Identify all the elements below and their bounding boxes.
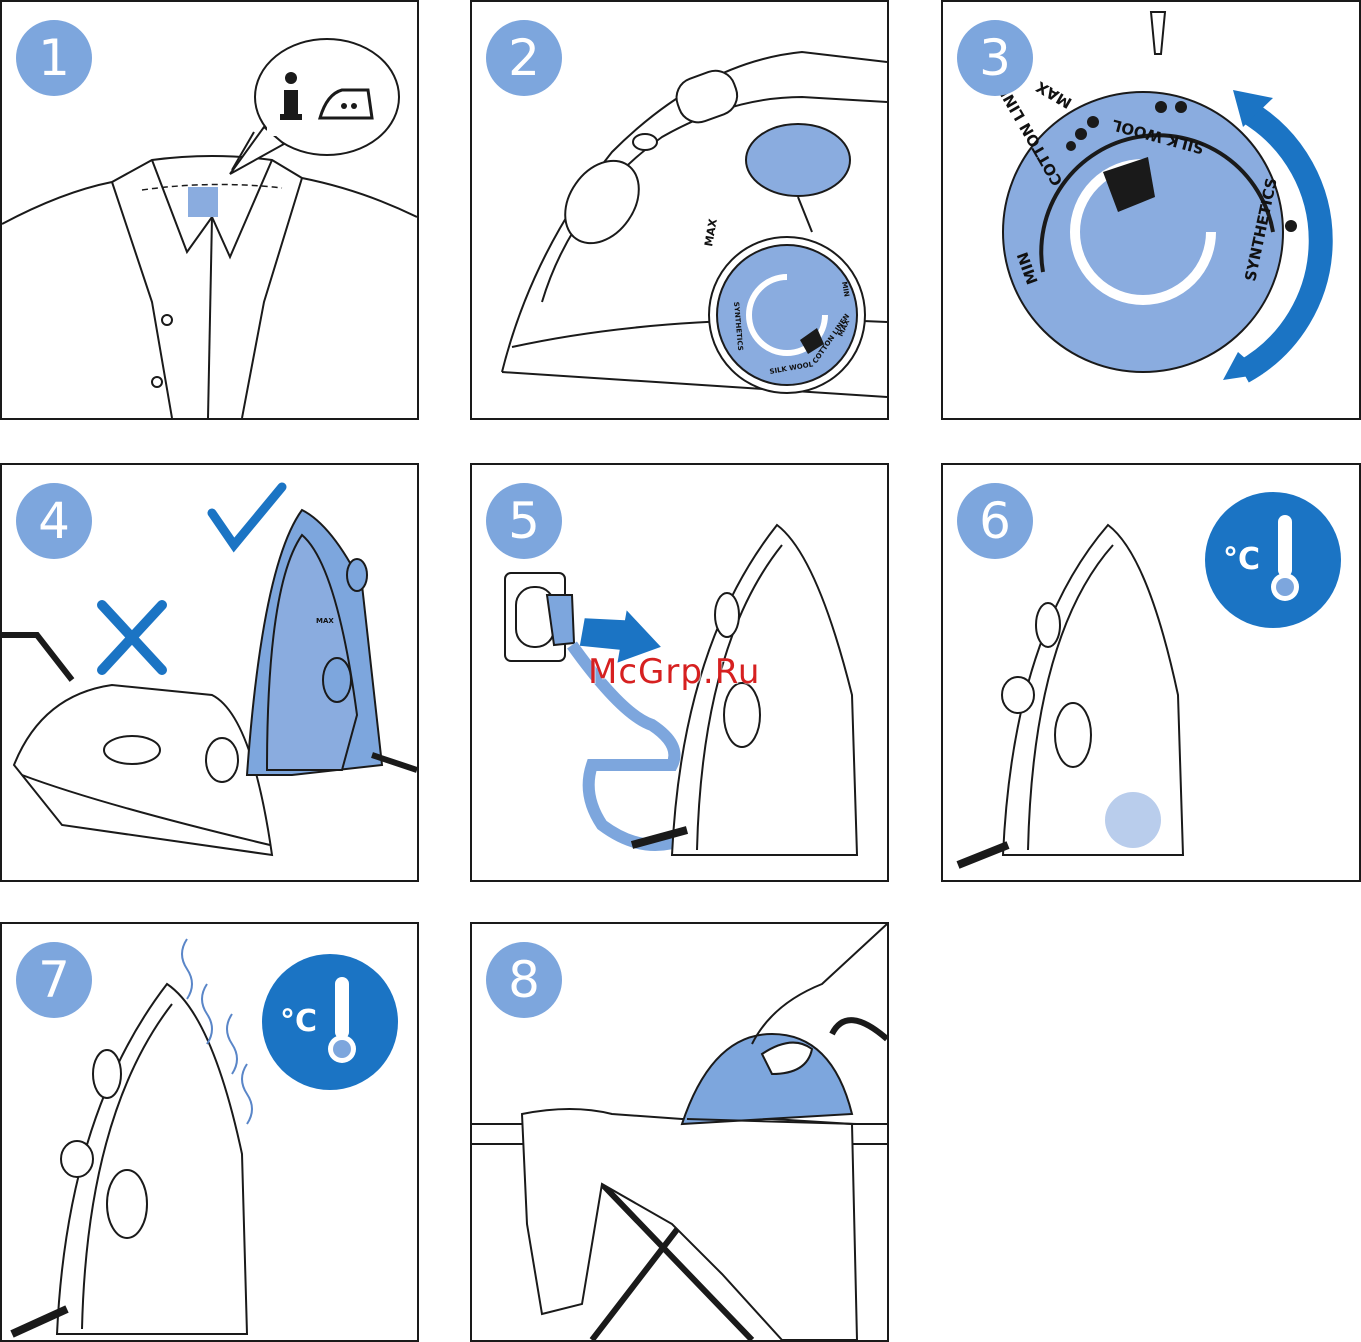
step-panel-2: MAX SYNTHETICS SILK WOOL COTTON LINEN MA…: [470, 0, 889, 420]
checkmark-icon: [212, 487, 282, 545]
step-panel-4: MAX 4: [0, 463, 419, 882]
step-number-badge: 6: [957, 483, 1033, 559]
step-number-badge: 3: [957, 20, 1033, 96]
iron-max-label: MAX: [702, 217, 720, 247]
svg-text:°C: °C: [1223, 542, 1260, 577]
step-number-badge: 4: [16, 483, 92, 559]
step-panel-1: 1: [0, 0, 419, 420]
step-number-badge: 7: [16, 942, 92, 1018]
dial-knob: [746, 124, 850, 196]
care-label: [188, 187, 218, 217]
step-panel-8: 8: [470, 922, 889, 1342]
step-number-badge: 1: [16, 20, 92, 96]
step-number-badge: 8: [486, 942, 562, 1018]
cross-icon: [102, 605, 162, 670]
iron-max-label: MAX: [316, 617, 334, 625]
step-panel-7: °C 7: [0, 922, 419, 1342]
indicator-light: [1105, 792, 1161, 848]
thermometer-icon: °C: [262, 954, 398, 1090]
thermometer-icon: °C: [1205, 492, 1341, 628]
step-number-badge: 5: [486, 483, 562, 559]
step-panel-3: MAX COTTON LINEN SILK WOOL SYNTHETICS MI…: [941, 0, 1361, 420]
svg-text:MAX: MAX: [1033, 77, 1075, 112]
svg-text:°C: °C: [280, 1004, 317, 1039]
step-panel-6: °C 6: [941, 463, 1361, 882]
indicator-mark: [1151, 12, 1165, 54]
step-number-badge: 2: [486, 20, 562, 96]
watermark: McGrp.Ru: [588, 652, 760, 692]
